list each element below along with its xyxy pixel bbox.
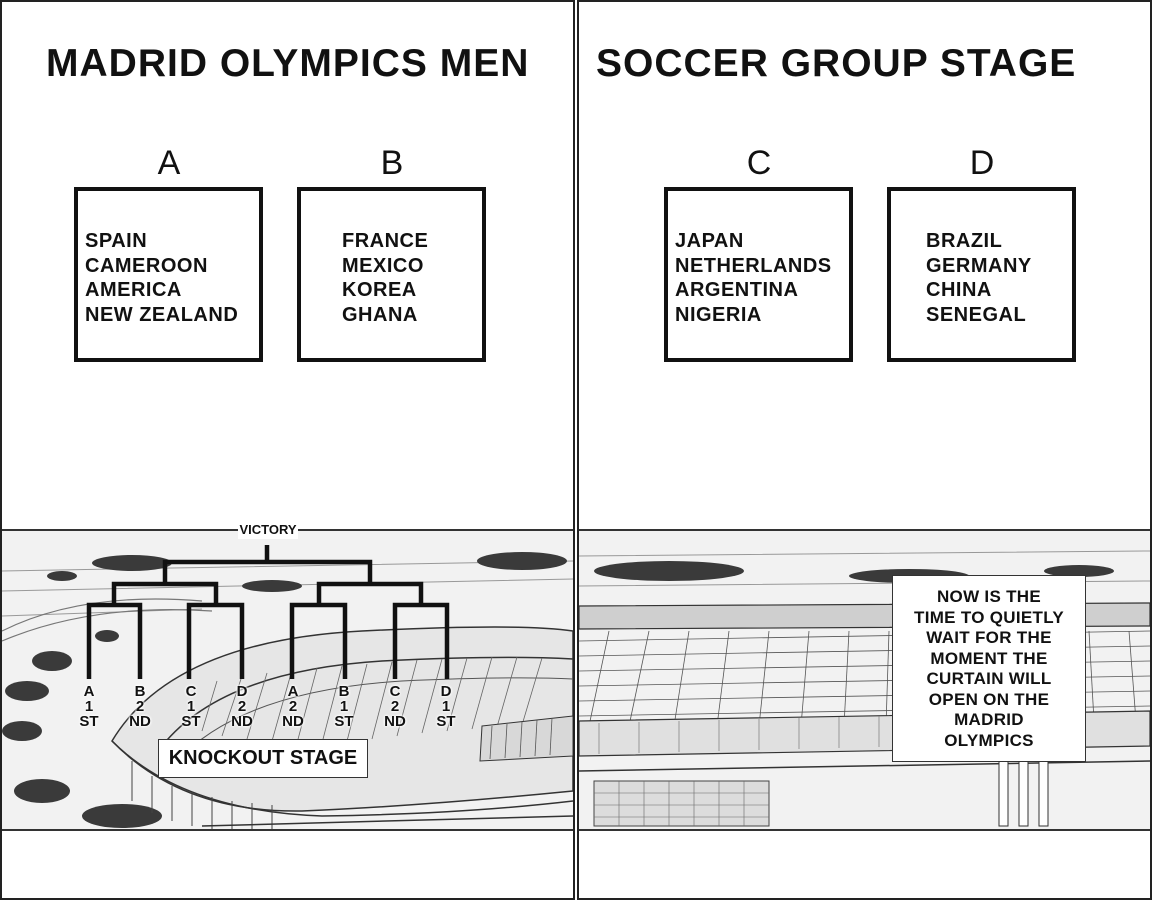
bracket-lines — [86, 545, 450, 679]
seed-a-2nd: A 2 ND — [276, 684, 310, 729]
left-panel: MADRID OLYMPICS MEN A SPAIN CAMEROON AME… — [0, 0, 575, 900]
group-c-team-2: NETHERLANDS — [675, 254, 832, 277]
seed-group: B — [338, 683, 350, 700]
narration-line: NOW IS THE — [936, 587, 1042, 606]
group-d-team-4: SENEGAL — [926, 303, 1027, 326]
group-b-letter: B — [380, 144, 404, 182]
seed-rank: 1 — [84, 698, 94, 715]
seed-d-1st: D 1 ST — [429, 684, 463, 729]
group-c-team-1: JAPAN — [675, 230, 744, 252]
group-c-team-list: JAPAN NETHERLANDS ARGENTINA NIGERIA — [675, 229, 832, 327]
stadium-drawing-left — [2, 531, 573, 829]
narration-line: OLYMPICS — [944, 730, 1034, 750]
victory-label: VICTORY — [238, 521, 298, 539]
group-d-team-3: CHINA — [926, 279, 992, 301]
group-b-team-1: FRANCE — [342, 230, 429, 252]
seed-suffix: ST — [79, 713, 99, 730]
seed-a-1st: A 1 ST — [72, 684, 106, 729]
seed-rank: 1 — [186, 698, 196, 715]
seed-group: D — [440, 683, 452, 700]
group-a-team-2: CAMEROON — [85, 254, 208, 277]
group-d-box: BRAZIL GERMANY CHINA SENEGAL — [887, 187, 1076, 362]
seed-suffix: ND — [384, 713, 406, 730]
group-a-team-3: AMERICA — [85, 279, 182, 301]
seed-suffix: ND — [231, 713, 253, 730]
seed-c-2nd: C 2 ND — [378, 684, 412, 729]
group-b-team-3: KOREA — [342, 279, 417, 301]
seed-suffix: ND — [129, 713, 151, 730]
seed-b-2nd: B 2 ND — [123, 684, 157, 729]
group-a-box: SPAIN CAMEROON AMERICA NEW ZEALAND — [74, 187, 263, 362]
seed-suffix: ST — [181, 713, 201, 730]
seed-c-1st: C 1 ST — [174, 684, 208, 729]
seed-rank: 2 — [237, 698, 247, 715]
seed-b-1st: B 1 ST — [327, 684, 361, 729]
group-a-letter: A — [157, 144, 181, 182]
narration-line: CURTAIN WILL — [926, 669, 1052, 688]
knockout-stage-label: KNOCKOUT STAGE — [158, 739, 368, 778]
page-title-right: SOCCER GROUP STAGE — [596, 42, 1077, 85]
group-d-team-1: BRAZIL — [926, 230, 1003, 252]
seed-suffix: ST — [334, 713, 354, 730]
narration-line: OPEN ON THE — [928, 689, 1050, 709]
group-c-team-3: ARGENTINA — [675, 279, 799, 301]
seed-group: B — [134, 683, 146, 700]
seed-group: A — [287, 683, 299, 700]
group-d-team-2: GERMANY — [926, 254, 1032, 277]
seed-rank: 2 — [390, 698, 400, 715]
narration-line: MOMENT THE — [930, 648, 1048, 668]
seed-group: C — [389, 683, 401, 700]
group-a-team-1: SPAIN — [85, 230, 148, 252]
group-b-team-2: MEXICO — [342, 254, 424, 277]
group-d-team-list: BRAZIL GERMANY CHINA SENEGAL — [926, 229, 1032, 327]
seed-rank: 2 — [135, 698, 145, 715]
seed-suffix: ST — [436, 713, 456, 730]
group-b-team-list: FRANCE MEXICO KOREA GHANA — [342, 229, 428, 327]
group-a-team-4: NEW ZEALAND — [85, 303, 239, 326]
group-c-team-4: NIGERIA — [675, 303, 762, 326]
seed-rank: 2 — [288, 698, 298, 715]
seed-d-2nd: D 2 ND — [225, 684, 259, 729]
seed-group: A — [83, 683, 95, 700]
narration-line: MADRID — [954, 710, 1024, 729]
stadium-illustration-left — [2, 529, 573, 831]
narration-line: TIME TO QUIETLY — [914, 607, 1064, 627]
group-b-team-4: GHANA — [342, 303, 418, 326]
seed-rank: 1 — [441, 698, 451, 715]
group-a-team-list: SPAIN CAMEROON AMERICA NEW ZEALAND — [85, 229, 238, 327]
group-d-letter: D — [969, 144, 995, 182]
group-c-box: JAPAN NETHERLANDS ARGENTINA NIGERIA — [664, 187, 853, 362]
seed-group: C — [185, 683, 197, 700]
seed-rank: 1 — [339, 698, 349, 715]
narration-line: WAIT FOR THE — [926, 628, 1052, 647]
seed-group: D — [236, 683, 248, 700]
page-title-left: MADRID OLYMPICS MEN — [46, 42, 530, 85]
group-b-box: FRANCE MEXICO KOREA GHANA — [297, 187, 486, 362]
group-c-letter: C — [746, 144, 772, 182]
narration-caption: NOW IS THE TIME TO QUIETLY WAIT FOR THE … — [892, 575, 1086, 762]
seed-suffix: ND — [282, 713, 304, 730]
right-panel: SOCCER GROUP STAGE C JAPAN NETHERLANDS A… — [577, 0, 1152, 900]
